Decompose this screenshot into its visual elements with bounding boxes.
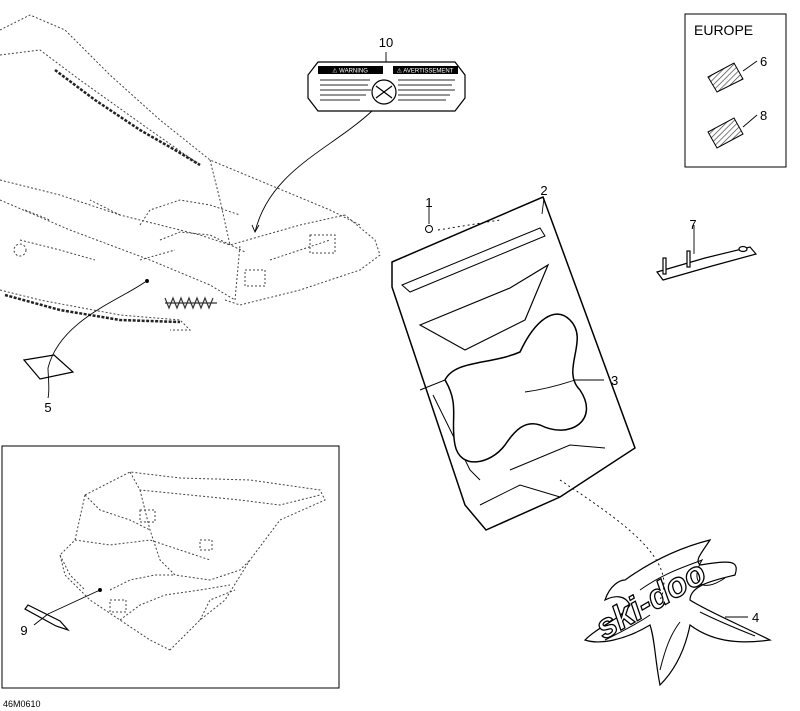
rivet-1 (425, 225, 433, 233)
figure-id: 46M0610 (3, 699, 41, 709)
warning-title-left: ⚠ WARNING (332, 68, 368, 75)
inset-box (1, 445, 340, 689)
rear-bumper-assembly (59, 471, 326, 651)
callout-7: 7 (689, 217, 696, 232)
europe-label: EUROPE (694, 22, 753, 38)
callout-2: 2 (540, 183, 547, 198)
callout-9: 9 (20, 623, 27, 638)
callout-10: 10 (379, 35, 393, 50)
leader-lines (33, 52, 758, 626)
callout-3: 3 (611, 373, 618, 388)
chassis-tunnel (0, 14, 381, 331)
snow-flap-3 (391, 195, 636, 531)
callout-8: 8 (760, 108, 767, 123)
reflector-8 (707, 117, 744, 149)
callout-6: 6 (760, 54, 767, 69)
skidoo-logo-4: ski-doo (583, 539, 772, 687)
chassis-spring (164, 296, 217, 310)
warning-label-10: ⚠ WARNING ⚠ AVERTISSEMENT (307, 61, 466, 112)
callout-5: 5 (44, 400, 51, 415)
warning-title-right: ⚠ AVERTISSEMENT (397, 68, 454, 75)
reflector-9 (24, 604, 70, 632)
bracket-7 (656, 245, 758, 281)
europe-box (684, 13, 787, 168)
callout-4: 4 (752, 610, 759, 625)
callout-1: 1 (425, 195, 432, 210)
chassis-rail-top (4, 69, 201, 324)
reflector-6 (707, 62, 744, 93)
